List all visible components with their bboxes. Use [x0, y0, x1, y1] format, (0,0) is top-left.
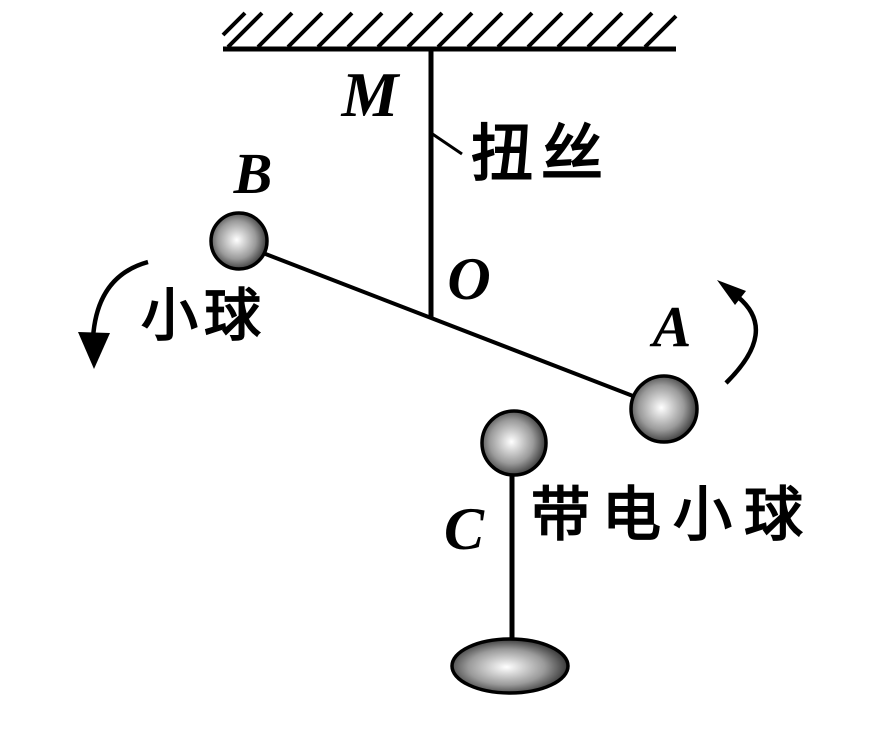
label-m: M: [341, 59, 401, 130]
ball-b: [209, 211, 269, 271]
ball-c: [480, 409, 548, 477]
rotation-arrow-left-head: [78, 332, 110, 369]
ball-a: [629, 374, 699, 444]
label-small-ball: 小球: [141, 285, 267, 348]
rotation-arrow-left: [90, 259, 149, 339]
label-o: O: [447, 246, 490, 312]
rotation-arrow-right-head: [717, 280, 746, 305]
label-c: C: [444, 496, 485, 562]
support-base: [450, 637, 570, 695]
torsion-wire-leader-line: [430, 131, 463, 156]
rotation-arrow-right: [724, 295, 759, 385]
label-charged-ball: 带电小球: [531, 482, 815, 548]
label-torsion-wire: 扭丝: [471, 120, 611, 189]
beam-rod: [262, 251, 634, 398]
label-b: B: [233, 141, 273, 206]
label-a: A: [650, 294, 692, 359]
ceiling-hatching: [221, 11, 678, 49]
